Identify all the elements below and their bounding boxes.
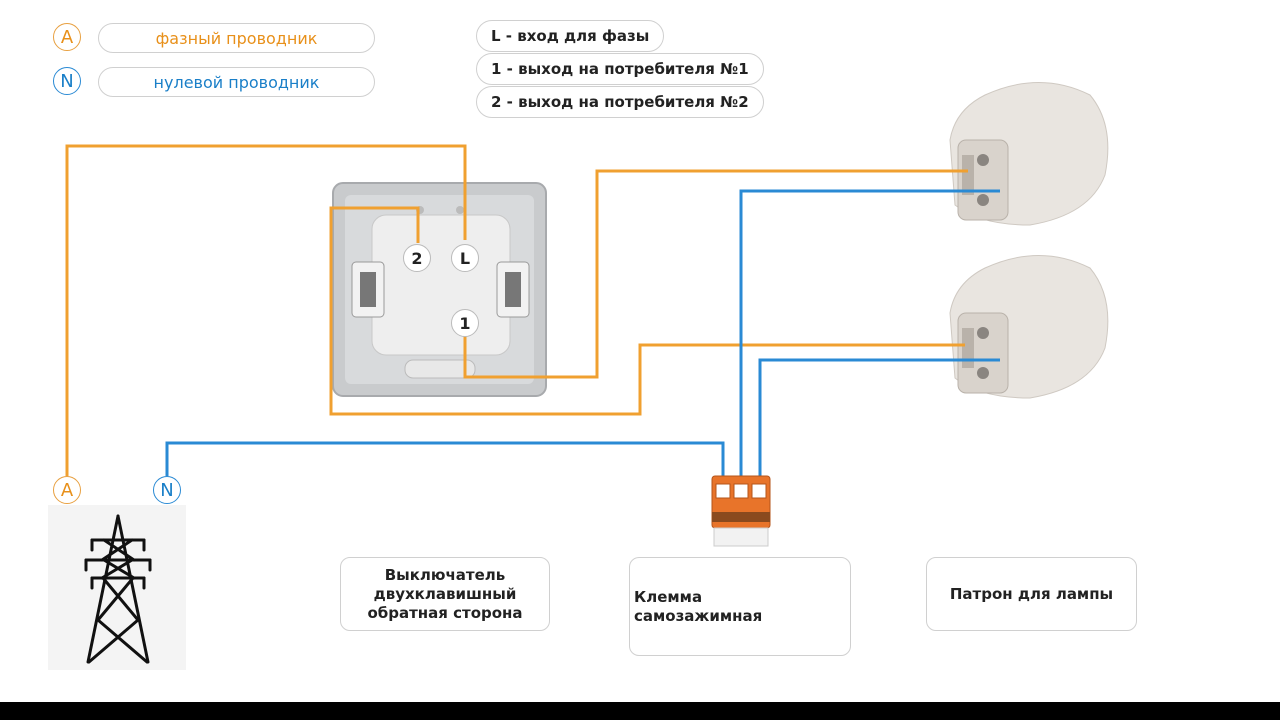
switch-caption-line: двухклавишный	[373, 584, 517, 603]
source-phase-badge: A	[53, 476, 81, 504]
tower-background	[48, 505, 186, 670]
source-neutral-badge: N	[153, 476, 181, 504]
terminal-l-legend: L - вход для фазы	[476, 20, 665, 52]
lamp-socket-icon	[949, 255, 1109, 399]
switch-caption: Выключатель двухклавишный обратная сторо…	[340, 557, 550, 631]
terminal-1-badge: 1	[451, 309, 479, 337]
lamp-caption-text: Патрон для лампы	[949, 585, 1114, 603]
switch-mechanism-icon	[332, 182, 547, 397]
neutral-letter-badge: N	[53, 67, 81, 95]
terminal-l-badge: L	[451, 244, 479, 272]
terminal-2-badge: 2	[403, 244, 431, 272]
bottom-bar	[0, 702, 1280, 720]
neutral-legend-label: нулевой проводник	[98, 67, 375, 97]
neutral-wires	[165, 189, 1000, 476]
clamp-caption: Клемма самозажимная	[629, 557, 851, 656]
switch-caption-line: обратная сторона	[367, 603, 523, 622]
phase-letter-badge: A	[53, 23, 81, 51]
switch-caption-line: Выключатель	[384, 565, 506, 584]
terminal-1-legend: 1 - выход на потребителя №1	[476, 53, 764, 85]
power-tower-icon	[84, 514, 152, 664]
phase-wires	[65, 144, 968, 476]
terminal-2-legend: 2 - выход на потребителя №2	[476, 86, 764, 118]
lamp-socket-icon	[949, 82, 1109, 226]
phase-legend-label: фазный проводник	[98, 23, 375, 53]
lamp-caption: Патрон для лампы	[926, 557, 1137, 631]
clamp-caption-line: самозажимная	[634, 607, 763, 625]
clamp-caption-line: Клемма	[634, 588, 703, 606]
wago-clamp-icon	[711, 475, 771, 547]
